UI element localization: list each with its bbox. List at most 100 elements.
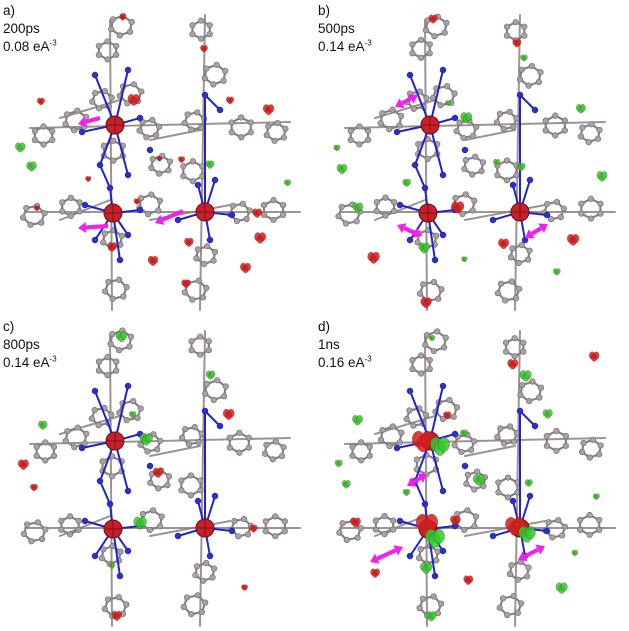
carbon-atom (562, 442, 569, 449)
positive-density-blob (430, 437, 450, 456)
carbon-atom (206, 22, 213, 29)
carbon-atom (189, 178, 196, 185)
carbon-atom (439, 415, 447, 423)
carbon-atom (91, 406, 98, 414)
carbon-atom (560, 205, 567, 212)
carbon-atom (542, 117, 549, 124)
negative-density-blob (252, 208, 262, 218)
negative-density-blob (428, 14, 438, 24)
carbon-atom (95, 358, 103, 365)
carbon-atom (524, 256, 532, 263)
carbon-atom (536, 394, 543, 401)
carbon-atom (364, 136, 372, 144)
density-lobe (467, 575, 474, 583)
carbon-atom (206, 31, 213, 38)
positive-density-blob (402, 488, 411, 496)
molecule-structure-b (333, 13, 616, 311)
nitrogen-atom (106, 184, 114, 192)
positive-density-blob (460, 429, 468, 437)
nitrogen-atom (543, 527, 551, 535)
nitrogen-atom (431, 572, 439, 580)
nitrogen-atom (206, 552, 214, 560)
carbon-atom (158, 513, 165, 520)
carbon-atom (279, 211, 287, 219)
carbon-atom (282, 125, 289, 132)
positive-density-blob (205, 370, 216, 380)
carbon-atom (228, 129, 235, 136)
density-lobe (152, 255, 159, 264)
carbon-atom (95, 42, 102, 50)
density-lobe (574, 550, 579, 555)
carbon-atom (417, 36, 425, 43)
carbon-atom (413, 456, 420, 463)
nitrogen-atom (421, 184, 429, 192)
carbon-atom (353, 218, 360, 225)
carbon-atom (561, 523, 569, 530)
density-lobe (256, 208, 262, 216)
carbon-atom (518, 600, 525, 607)
double-headed-arrow (397, 223, 422, 238)
panel-isovalue: 0.14 eA-3 (3, 354, 57, 370)
density-lobe (252, 524, 258, 531)
carbon-atom (410, 105, 417, 112)
carbon-atom (110, 157, 117, 164)
carbon-atom (434, 328, 441, 335)
carbon-atom (520, 348, 527, 355)
carbon-atom (506, 108, 513, 115)
nitrogen-atom (489, 532, 497, 540)
carbon-atom (416, 605, 423, 612)
carbon-atom (508, 278, 515, 285)
panel-isovalue: 0.08 eA-3 (3, 38, 57, 54)
density-lobe (516, 39, 522, 46)
arrow-shaft (376, 548, 397, 561)
arrow-shaft (85, 115, 101, 124)
carbon-atom (596, 451, 603, 458)
arrow-head (155, 214, 165, 225)
density-lobe (454, 515, 461, 524)
carbon-atom (75, 517, 82, 524)
positive-density-blob (133, 516, 147, 530)
displacement-arrow (155, 209, 184, 225)
carbon-atom (473, 513, 480, 520)
negative-density-blob (111, 610, 122, 621)
carbon-atom (247, 119, 254, 126)
positive-density-blob (445, 100, 452, 106)
pyridine-ring (180, 158, 206, 185)
carbon-atom (194, 246, 201, 253)
pyridine-ring (192, 559, 218, 584)
carbon-atom (205, 347, 212, 354)
carbon-atom (443, 83, 451, 90)
pyridine-ring (260, 197, 287, 224)
carbon-atom (469, 207, 476, 214)
positive-density-blob (352, 415, 363, 426)
pyridine-ring (409, 36, 433, 61)
density-lobe (138, 516, 147, 527)
carbon-atom (422, 26, 429, 34)
nitrogen-atom (124, 171, 132, 179)
carbon-atom (555, 517, 562, 524)
carbon-atom (391, 199, 398, 206)
positive-density-blob (460, 112, 472, 124)
density-lobe (463, 256, 468, 262)
carbon-atom (577, 526, 584, 533)
arrow-shaft (403, 226, 416, 235)
carbon-atom (503, 177, 510, 184)
negative-density-blob (370, 568, 380, 578)
carbon-atom (417, 546, 424, 553)
pyridine-ring (516, 62, 544, 89)
density-lobe (423, 242, 430, 252)
carbon-atom (414, 239, 421, 246)
carbon-atom (220, 393, 228, 400)
density-lobe (144, 433, 153, 443)
panel-letter: a) (3, 3, 16, 18)
pyridine-ring (495, 474, 521, 501)
positive-density-blob (519, 370, 532, 382)
carbon-atom (99, 458, 106, 465)
arrow-head (518, 551, 528, 562)
positive-density-blob (518, 526, 536, 543)
arrow-shaft (530, 226, 543, 236)
carbon-atom (506, 423, 514, 430)
carbon-atom (358, 439, 365, 446)
positive-density-blob (352, 202, 364, 213)
pyridine-ring (58, 513, 82, 538)
